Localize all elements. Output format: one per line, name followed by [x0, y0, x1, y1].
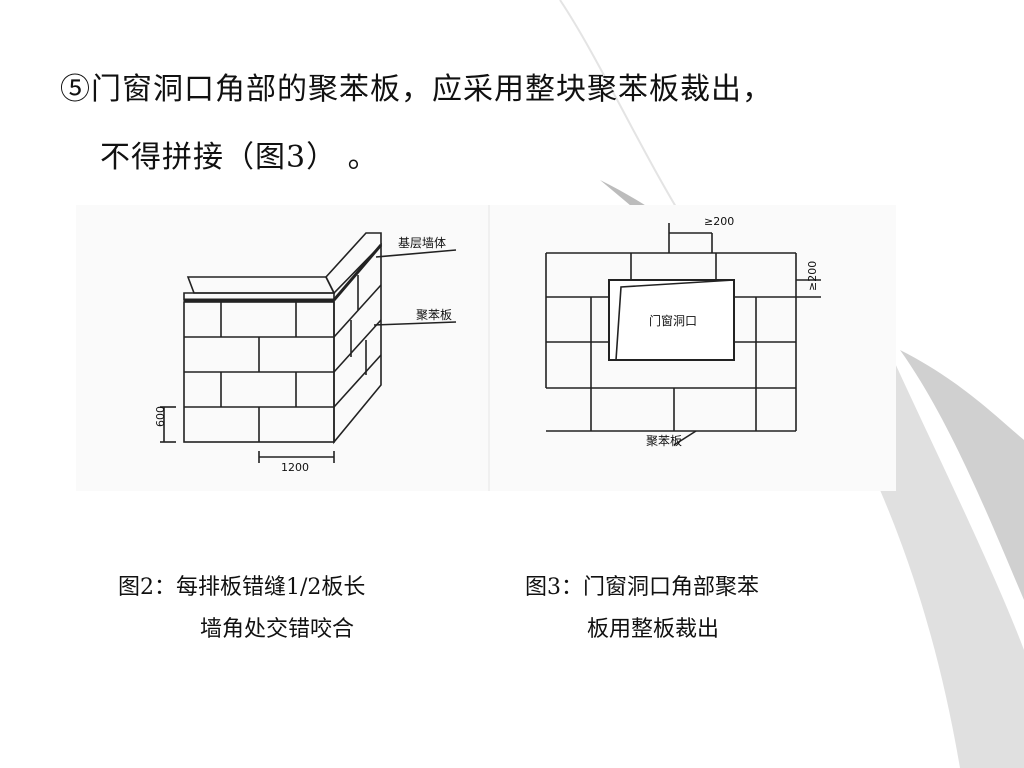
figure3-board-label: 聚苯板 — [646, 434, 682, 448]
figure3-opening-drawing — [545, 223, 821, 446]
figure3-caption-line-2: 板用整板裁出 — [587, 617, 720, 642]
slide-text-line-2: 不得拼接（图3） 。 — [100, 140, 379, 175]
figure2-corner-drawing — [160, 232, 457, 463]
figure2-caption-line-2: 墙角处交错咬合 — [200, 617, 355, 642]
figure2-board-label: 聚苯板 — [416, 308, 452, 322]
figure3-dim-side: ≥200 — [806, 261, 819, 291]
figure2-dim-height: 600 — [154, 406, 167, 427]
figure2-wall-label: 基层墙体 — [398, 236, 446, 250]
figure3-caption-line-1: 图3：门窗洞口角部聚苯 — [525, 575, 759, 600]
figures-panel: 基层墙体 聚苯板 600 1200 门窗洞口 聚苯板 ≥200 — [76, 205, 896, 491]
figure2-caption-line-1: 图2：每排板错缝1/2板长 — [118, 575, 366, 600]
figure3-dim-top: ≥200 — [704, 215, 734, 228]
figure2-dim-width: 1200 — [281, 461, 309, 474]
figure3-opening-label: 门窗洞口 — [649, 313, 697, 328]
slide-text-line-1: ⑤门窗洞口角部的聚苯板，应采用整块聚苯板裁出， — [60, 72, 773, 107]
